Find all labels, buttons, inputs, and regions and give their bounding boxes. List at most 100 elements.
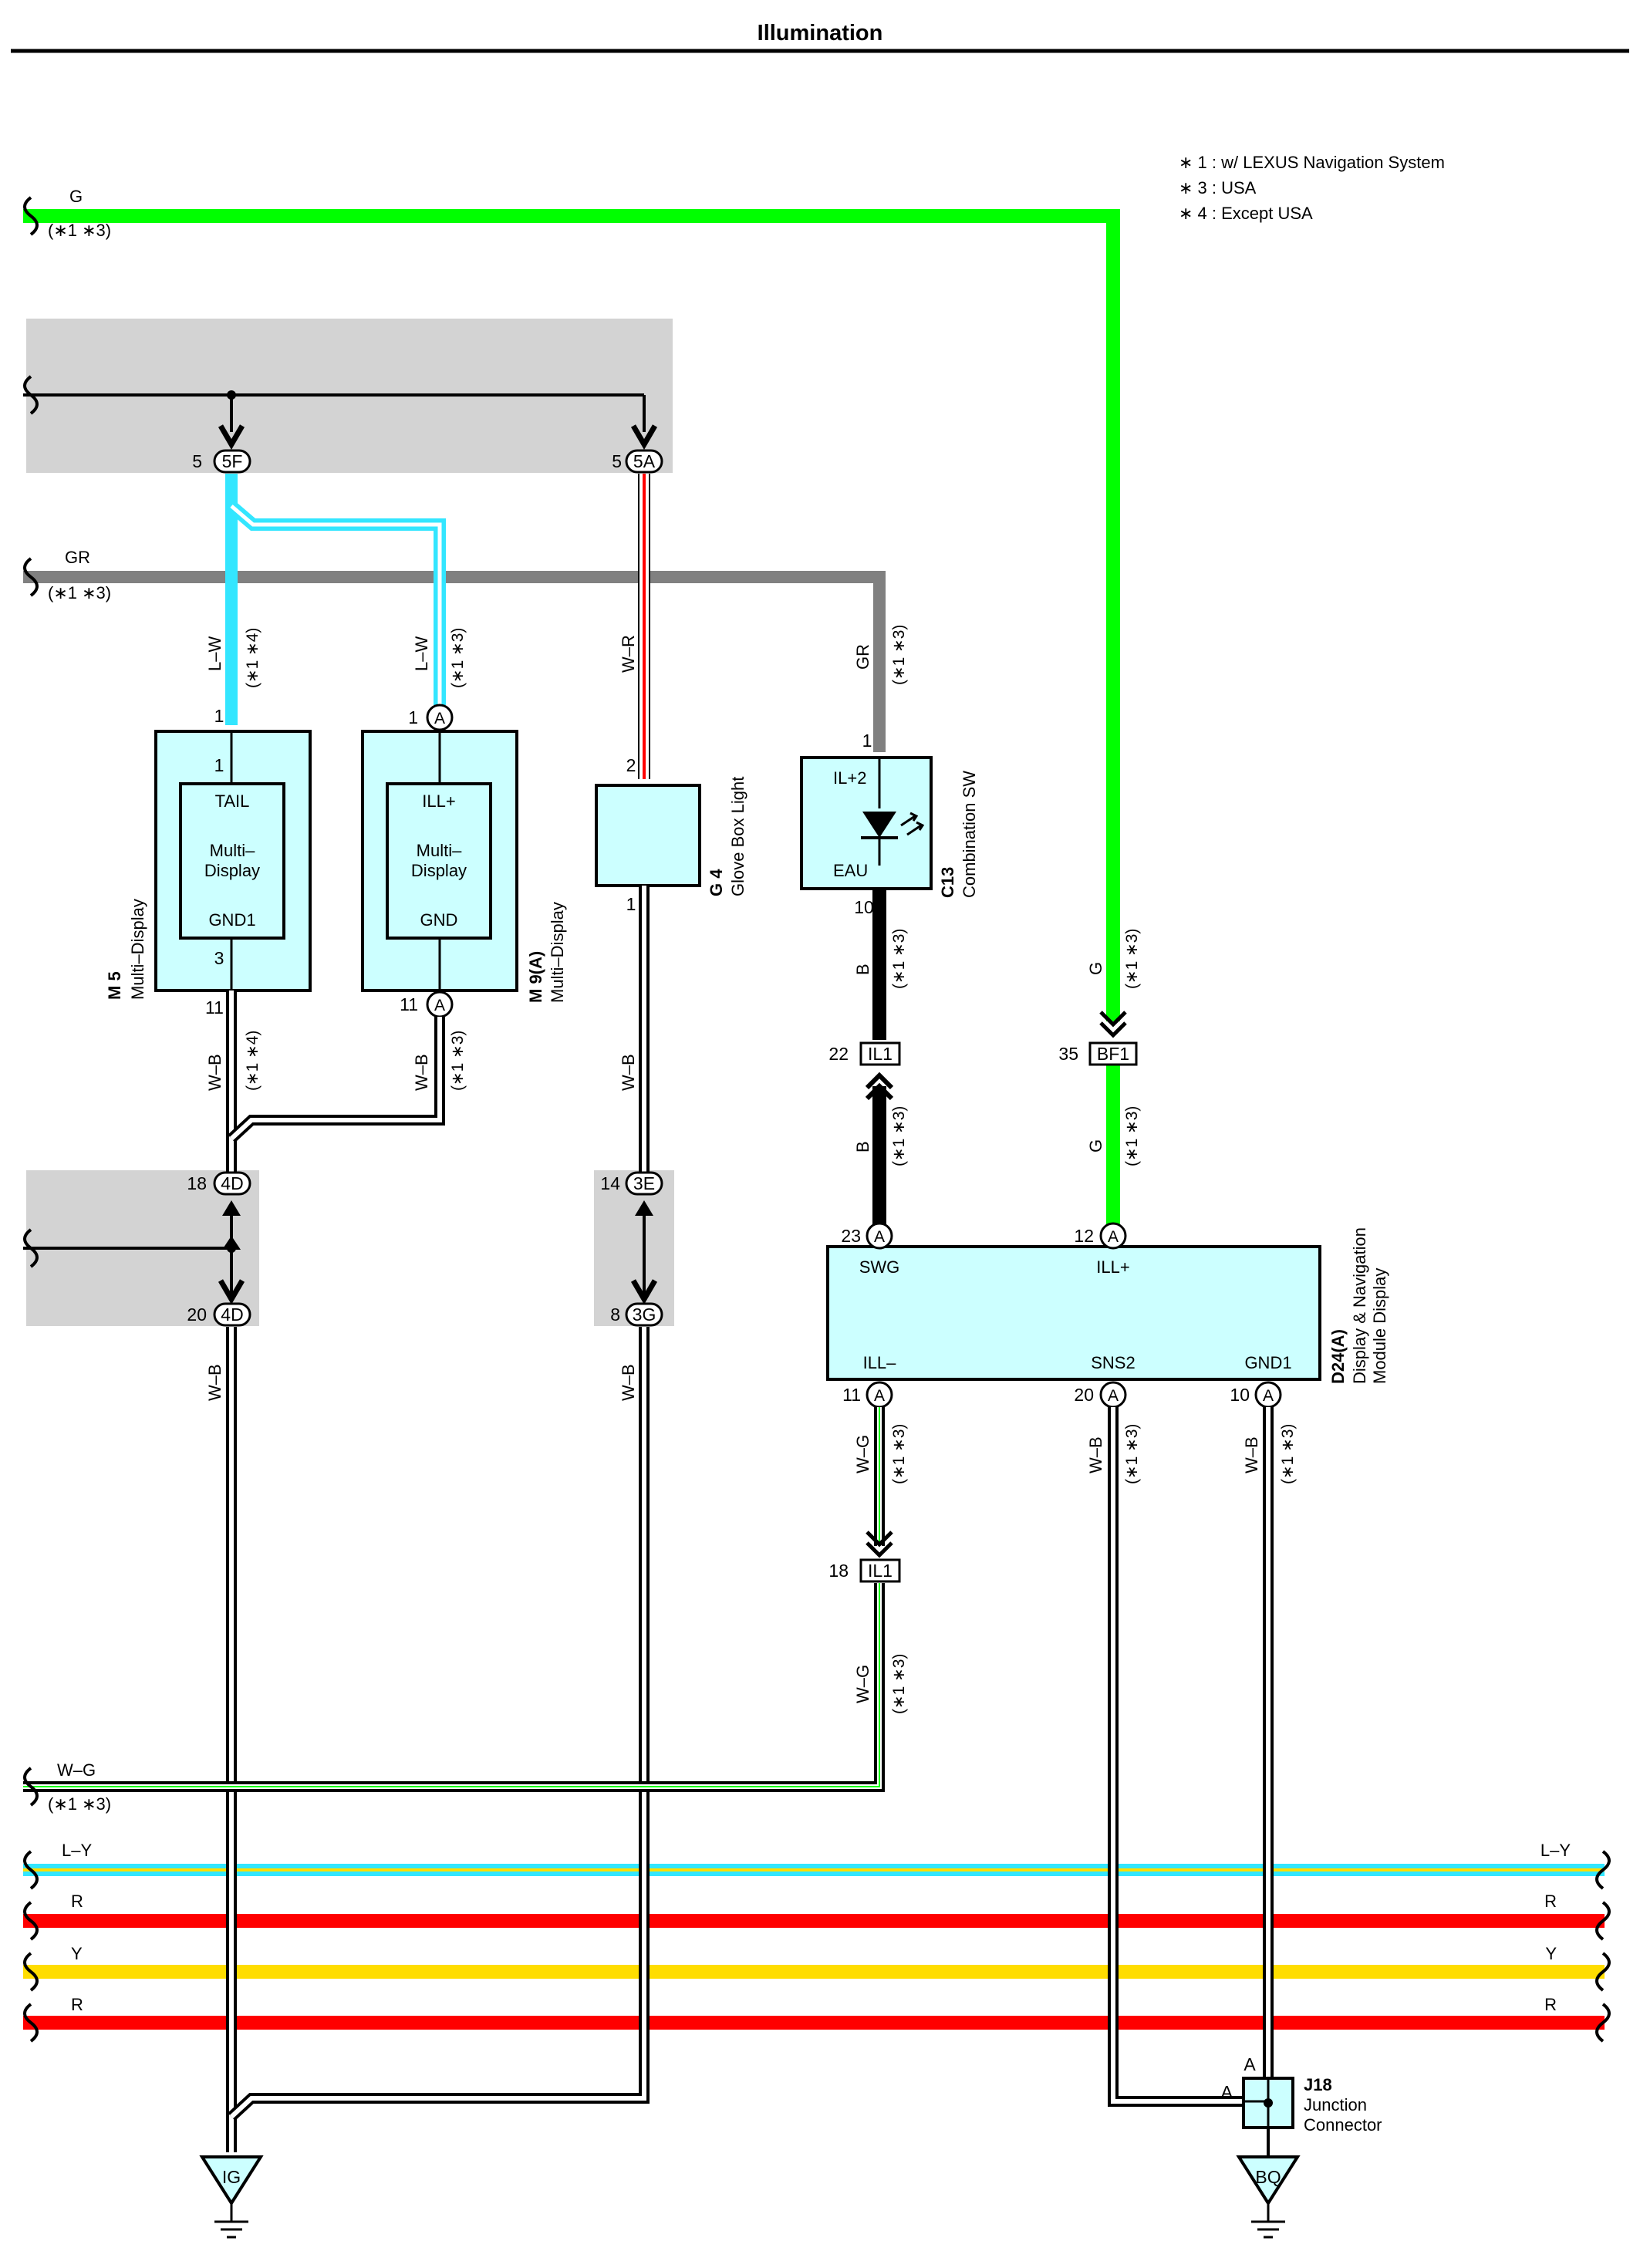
svg-text:SNS2: SNS2	[1091, 1353, 1135, 1372]
svg-text:22: 22	[828, 1044, 849, 1064]
svg-text:ILL+: ILL+	[422, 791, 455, 811]
svg-text:2: 2	[626, 755, 636, 775]
wire-wg-il1-code: W–G	[853, 1665, 872, 1703]
m5-code: M 5	[105, 971, 124, 1000]
svg-text:10: 10	[854, 897, 874, 917]
wire-wb-g4-code: W–B	[619, 1054, 638, 1091]
svg-text:(∗1 ∗3): (∗1 ∗3)	[1123, 1106, 1141, 1166]
wire-g-top	[23, 209, 1120, 1021]
bus-y-label-right: Y	[1545, 1944, 1557, 1963]
c13-name: Combination SW	[960, 771, 979, 898]
svg-text:A: A	[1108, 1387, 1119, 1405]
wire-b-d24-code: B	[853, 1141, 872, 1153]
svg-text:Display: Display	[204, 861, 260, 880]
g4-name: Glove Box Light	[728, 777, 747, 896]
connector-il1-top: IL1 22	[828, 1041, 901, 1066]
svg-text:5A: 5A	[633, 451, 656, 471]
component-d24: A 23 A 12 SWG ILL+ ILL– SNS2 GND1 A 11 A…	[826, 1222, 1389, 1409]
svg-text:(∗1 ∗3): (∗1 ∗3)	[449, 1031, 467, 1091]
component-j18: A A J18 Junction Connector	[1221, 2054, 1382, 2135]
connector-3e: 3E 14	[600, 1171, 663, 1196]
wire-wb-gnd1-code: W–B	[1242, 1436, 1261, 1473]
svg-text:IL+2: IL+2	[833, 768, 866, 788]
bus-wires: L–Y L–Y R R Y Y R R	[23, 1841, 1605, 2030]
svg-text:1: 1	[408, 707, 418, 727]
wire-g-cond: (∗1 ∗3)	[48, 221, 111, 240]
wire-g-code: G	[69, 187, 83, 206]
svg-text:14: 14	[600, 1173, 620, 1193]
svg-text:1: 1	[862, 731, 872, 751]
svg-text:23: 23	[841, 1226, 861, 1246]
svg-text:18: 18	[187, 1173, 207, 1193]
svg-text:(∗1 ∗3): (∗1 ∗3)	[890, 929, 908, 989]
svg-text:A: A	[1108, 1228, 1119, 1246]
svg-text:Multi–: Multi–	[417, 841, 462, 860]
svg-text:(∗1 ∗3): (∗1 ∗3)	[1279, 1424, 1297, 1484]
ground-ig: IG	[199, 2155, 264, 2239]
svg-text:BF1: BF1	[1097, 1044, 1129, 1064]
svg-text:IL1: IL1	[868, 1561, 893, 1581]
ground-bq: BQ	[1236, 2155, 1301, 2239]
svg-text:35: 35	[1058, 1044, 1078, 1064]
svg-text:20: 20	[1074, 1385, 1094, 1405]
wire-wg-ill-code: W–G	[853, 1435, 872, 1473]
wire-wb-4d-code: W–B	[205, 1364, 224, 1401]
m9-code: M 9(A)	[526, 951, 545, 1003]
svg-text:18: 18	[828, 1561, 849, 1581]
wire-wg-left-code: W–G	[57, 1760, 96, 1780]
j18-name1: Junction	[1304, 2095, 1367, 2114]
svg-text:1: 1	[626, 894, 636, 914]
connector-5f: 5F 5	[192, 449, 251, 474]
bus-y-label-left: Y	[71, 1944, 83, 1963]
wire-wb-3g-code: W–B	[619, 1364, 638, 1401]
svg-text:1: 1	[214, 706, 224, 726]
d24-code: D24(A)	[1328, 1329, 1348, 1384]
wire-lw-m9-code: L–W	[412, 636, 431, 671]
connector-5a: 5A 5	[612, 449, 663, 474]
page-title: Illumination	[758, 21, 883, 46]
svg-text:11: 11	[205, 997, 224, 1018]
bus-r2-label-left: R	[71, 1995, 83, 2014]
svg-text:3: 3	[214, 948, 224, 968]
break-marks	[23, 196, 1611, 2043]
wire-gr-cond: (∗1 ∗3)	[48, 583, 111, 602]
wire-wb-m5-code: W–B	[205, 1054, 224, 1091]
d24-name1: Display & Navigation	[1350, 1227, 1369, 1384]
connector-bf1: BF1 35	[1058, 1041, 1138, 1066]
svg-text:(∗1 ∗3): (∗1 ∗3)	[890, 1654, 908, 1714]
svg-text:IL1: IL1	[868, 1044, 893, 1064]
wire-wr-code: W–R	[619, 635, 638, 673]
svg-text:(∗1 ∗4): (∗1 ∗4)	[244, 1031, 262, 1091]
connector-il1-bot: IL1 18	[828, 1558, 901, 1583]
notes: ∗ 1 : w/ LEXUS Navigation System ∗ 3 : U…	[1179, 153, 1445, 223]
svg-text:(∗1 ∗3): (∗1 ∗3)	[1123, 1424, 1141, 1484]
wire-g-bf1-code: G	[1086, 962, 1105, 975]
wire-gr-code: GR	[65, 548, 90, 567]
wire-lw-m5-code: L–W	[205, 636, 224, 671]
svg-text:(∗1 ∗3): (∗1 ∗3)	[890, 1424, 908, 1484]
connector-3g: 3G 8	[610, 1302, 663, 1327]
svg-text:10: 10	[1230, 1385, 1250, 1405]
d24-name2: Module Display	[1370, 1268, 1389, 1384]
svg-text:12: 12	[1074, 1226, 1094, 1246]
svg-text:(∗1 ∗3): (∗1 ∗3)	[890, 1106, 908, 1166]
wire-wb-sns2-code: W–B	[1086, 1436, 1105, 1473]
wire-lw-m9	[227, 501, 446, 705]
bus-r1-label-left: R	[71, 1892, 83, 1911]
svg-text:GND1: GND1	[208, 910, 255, 930]
c13-code: C13	[938, 867, 957, 898]
svg-text:A: A	[1221, 2082, 1233, 2102]
svg-text:SWG: SWG	[859, 1257, 900, 1277]
svg-text:5: 5	[192, 451, 202, 471]
svg-text:(∗1 ∗4): (∗1 ∗4)	[244, 628, 262, 688]
svg-text:20: 20	[187, 1304, 207, 1325]
svg-text:11: 11	[400, 994, 418, 1014]
shaded-area-3e	[594, 1170, 674, 1326]
wire-g-d24-code: G	[1086, 1139, 1105, 1153]
svg-text:A: A	[434, 997, 445, 1014]
svg-text:BQ: BQ	[1255, 2167, 1281, 2187]
bus-ly-label-right: L–Y	[1540, 1841, 1571, 1860]
note-3: ∗ 3 : USA	[1179, 178, 1257, 197]
svg-text:A: A	[874, 1228, 885, 1246]
